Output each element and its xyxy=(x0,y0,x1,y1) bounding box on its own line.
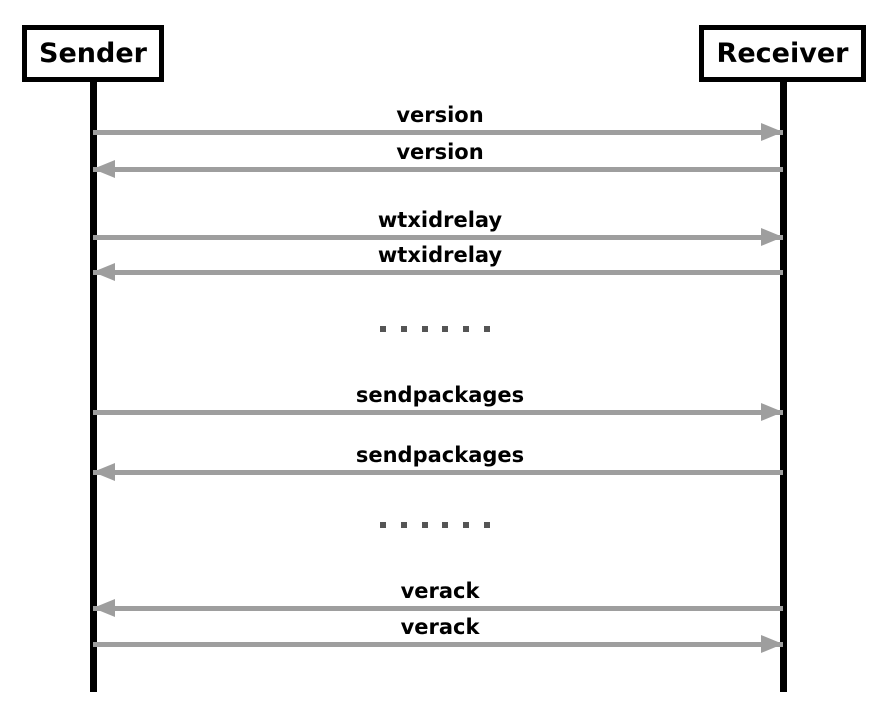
message-line xyxy=(93,167,783,172)
message-label-verack: verack xyxy=(400,615,480,639)
message-label-sendpackages: sendpackages xyxy=(355,443,525,467)
arrowhead-left-icon xyxy=(93,599,115,617)
participant-box-receiver[interactable]: Receiver xyxy=(699,25,866,82)
message-label-version: version xyxy=(396,103,484,127)
ellipsis-dot xyxy=(421,522,428,528)
ellipsis-dot xyxy=(442,522,449,528)
arrowhead-right-icon xyxy=(761,123,783,141)
message-line xyxy=(93,270,783,275)
ellipsis-dot xyxy=(442,326,449,332)
arrowhead-right-icon xyxy=(761,635,783,653)
ellipsis-separator xyxy=(380,326,490,332)
ellipsis-dot xyxy=(483,326,490,332)
message-line xyxy=(93,470,783,475)
participant-label-sender: Sender xyxy=(39,38,147,69)
participant-label-receiver: Receiver xyxy=(716,38,849,69)
message-label-verack: verack xyxy=(400,579,480,603)
participant-box-sender[interactable]: Sender xyxy=(22,25,164,82)
ellipsis-dot xyxy=(380,522,386,528)
message-line xyxy=(93,606,783,611)
message-line xyxy=(93,235,783,240)
arrowhead-right-icon xyxy=(761,403,783,421)
ellipsis-separator xyxy=(380,522,490,528)
message-line xyxy=(93,410,783,415)
ellipsis-dot xyxy=(463,522,470,528)
ellipsis-dot xyxy=(421,326,428,332)
message-label-wtxidrelay: wtxidrelay xyxy=(377,243,503,267)
ellipsis-dot xyxy=(483,522,490,528)
lifeline-receiver xyxy=(780,82,787,692)
message-label-wtxidrelay: wtxidrelay xyxy=(377,208,503,232)
ellipsis-dot xyxy=(463,326,470,332)
arrowhead-right-icon xyxy=(761,228,783,246)
message-line xyxy=(93,130,783,135)
lifeline-sender xyxy=(90,82,97,692)
message-label-sendpackages: sendpackages xyxy=(355,383,525,407)
arrowhead-left-icon xyxy=(93,263,115,281)
ellipsis-dot xyxy=(400,326,407,332)
ellipsis-dot xyxy=(400,522,407,528)
arrowhead-left-icon xyxy=(93,463,115,481)
arrowhead-left-icon xyxy=(93,160,115,178)
message-label-version: version xyxy=(396,140,484,164)
message-line xyxy=(93,642,783,647)
ellipsis-dot xyxy=(380,326,386,332)
